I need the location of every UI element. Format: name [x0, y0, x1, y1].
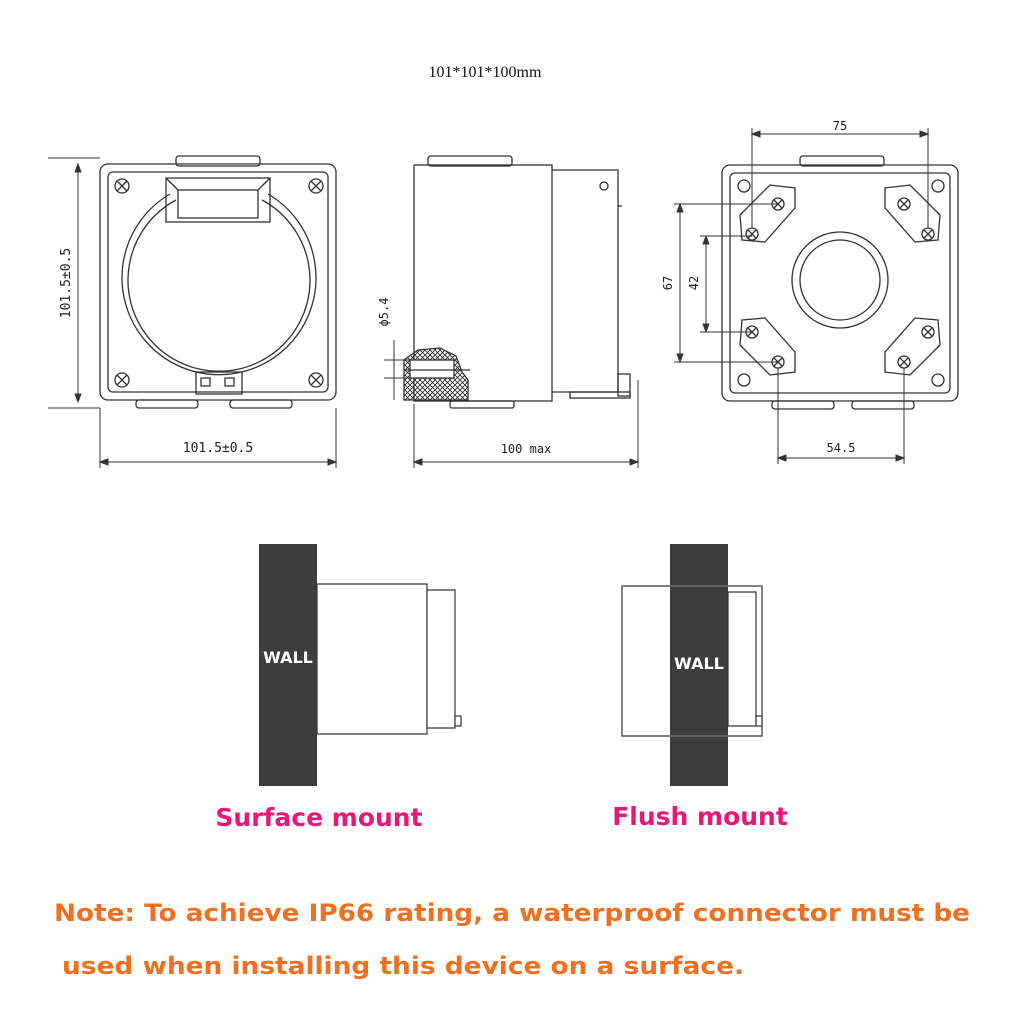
screw-icon	[745, 197, 935, 369]
rear-inner-height-label: 42	[687, 276, 701, 290]
rear-view	[721, 155, 959, 410]
side-depth-label: 100 max	[501, 442, 552, 456]
front-height-label: 101.5±0.5	[59, 248, 74, 318]
rear-top-spacing-label: 75	[833, 119, 847, 133]
surface-mount-diagram	[259, 544, 462, 786]
note-line-2: used when installing this device on a su…	[62, 952, 744, 980]
wall	[259, 544, 317, 786]
screw-icon	[114, 178, 324, 388]
flush-wall-label: WALL	[674, 654, 724, 673]
front-height-dimension	[48, 157, 100, 409]
flush-mount-diagram	[621, 544, 763, 786]
hole-dimension	[384, 340, 412, 400]
dimensions-title: 101*101*100mm	[429, 64, 542, 81]
rear-bottom-spacing-label: 54.5	[827, 441, 856, 455]
front-width-label: 101.5±0.5	[183, 441, 253, 456]
surface-mount-caption: Surface mount	[215, 803, 422, 832]
surface-wall-label: WALL	[263, 648, 313, 667]
front-width-dimension	[98, 408, 338, 468]
front-view	[99, 155, 337, 409]
flush-mount-caption: Flush mount	[612, 802, 788, 831]
rear-outer-height-label: 67	[661, 276, 675, 290]
side-depth-dimension	[412, 380, 640, 468]
rear-height-dimension	[674, 202, 778, 364]
wall	[670, 544, 728, 786]
note-line-1: Note: To achieve IP66 rating, a waterpro…	[54, 899, 970, 927]
hole-diameter-label: ϕ5.4	[377, 298, 391, 327]
rear-top-dimension	[750, 128, 930, 228]
side-view	[403, 155, 631, 409]
rear-bottom-dimension	[776, 368, 906, 464]
